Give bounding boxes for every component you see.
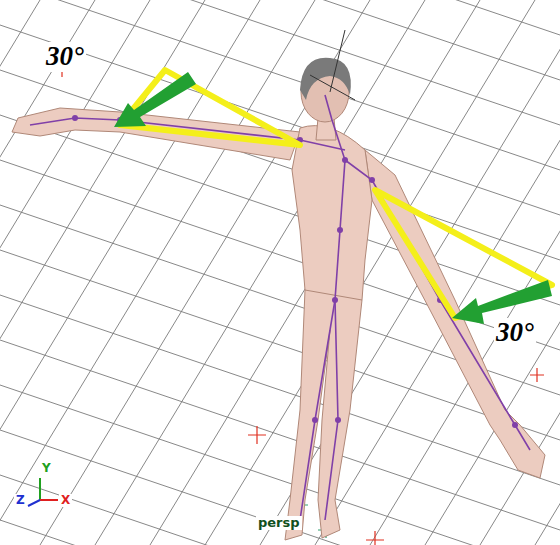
axis-label: Y [40,462,53,475]
axis-label: X [59,494,72,507]
axis-label: Z [14,494,27,507]
camera-label: persp [256,516,302,530]
character-head [300,58,351,122]
angle-label: 30° [44,42,86,72]
rotation-arrows [114,72,552,324]
character-model [12,108,545,540]
skeleton [30,30,530,520]
skeleton-joints [72,115,518,428]
angle-label: 30° [494,318,536,348]
axis-indicator [28,478,58,506]
angle-triangles [120,70,552,318]
